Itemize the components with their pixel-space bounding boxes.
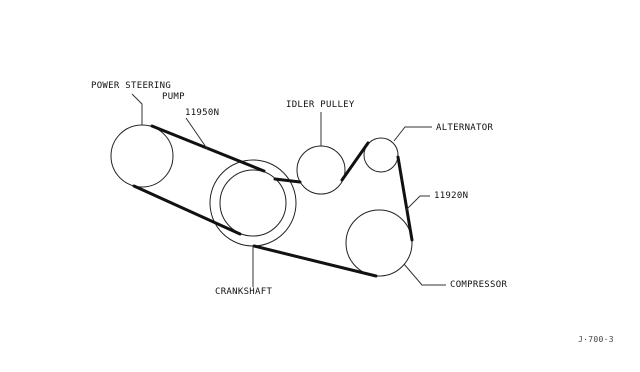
alternator-pulley [363,137,399,173]
compressor-pulley [345,209,413,277]
crankshaft-pulley-outer [209,159,297,247]
power-steering-pump-label: PUMP [162,92,185,102]
compressor-leader [403,263,446,286]
belt-11920n-leader [405,195,430,211]
power-steering-pump-pulley [110,124,174,188]
alternator-leader [393,126,432,142]
belt-11920n-label: 11920N [434,191,469,201]
power-steering-label: POWER STEERING [91,81,172,91]
belt-11920n [252,141,414,278]
alternator-label: ALTERNATOR [436,123,494,133]
crankshaft-label: CRANKSHAFT [215,287,273,297]
compressor-label: COMPRESSOR [450,280,508,290]
belt-11950n-label: 11950N [185,108,220,118]
diagram-code-label: J·700·3 [578,335,614,344]
crankshaft-pulley-inner [219,169,287,237]
belt-11950n-leader [185,117,209,151]
idler-pulley-label: IDLER PULLEY [286,100,355,110]
belt-11950n [132,124,266,236]
idler-pulley [296,145,346,195]
power-steering-leader [131,93,143,125]
